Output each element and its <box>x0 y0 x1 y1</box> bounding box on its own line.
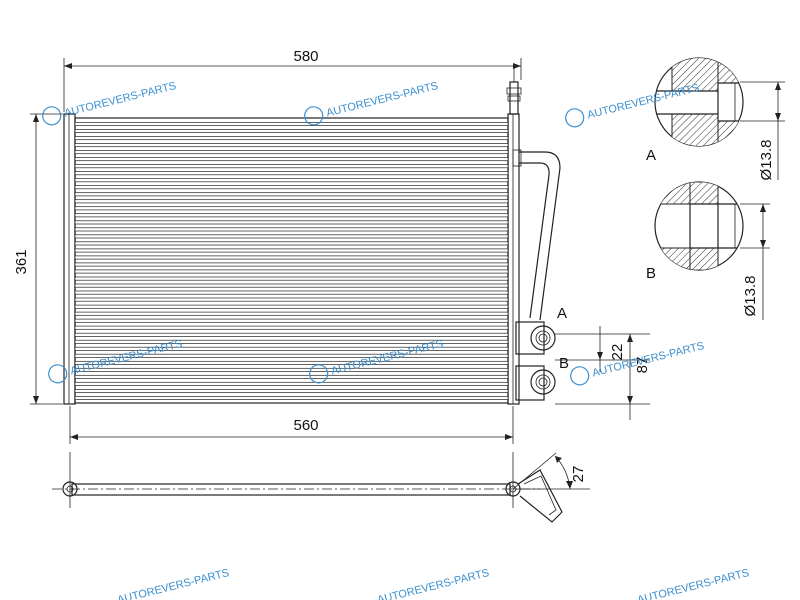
cooling-tube <box>74 171 509 176</box>
cooling-tube <box>74 136 509 141</box>
cooling-tube <box>74 150 509 155</box>
cooling-tube <box>74 318 509 323</box>
cooling-tube <box>74 185 509 190</box>
cooling-tube <box>74 339 509 344</box>
cooling-tube <box>74 381 509 386</box>
cooling-tube <box>74 332 509 337</box>
dimension-top-width: 580 <box>63 48 522 112</box>
port-a-label: A <box>557 305 567 322</box>
watermark-8: AUTOREVERS-PARTS <box>376 567 490 600</box>
detail-b: B Ø13.8 <box>646 181 770 320</box>
cooling-tube <box>74 269 509 274</box>
cooling-tube <box>74 353 509 358</box>
cooling-tube <box>74 283 509 288</box>
watermark-text-8: AUTOREVERS-PARTS <box>376 567 490 600</box>
dimension-bottom-width: 560 <box>69 406 514 444</box>
cooling-tube <box>74 346 509 351</box>
watermark-logo-icon <box>304 106 324 126</box>
cooling-tube <box>74 297 509 302</box>
cooling-tube <box>74 220 509 225</box>
watermark-logo-icon <box>48 364 68 384</box>
top-view-drawing: 27 <box>52 452 590 523</box>
left-header-tank <box>63 113 76 405</box>
port-b-circle <box>530 369 556 395</box>
right-header-tank <box>507 113 520 405</box>
cooling-tube <box>74 122 509 126</box>
watermark-1: AUTOREVERS-PARTS <box>42 80 178 126</box>
port-b-label: B <box>559 355 569 372</box>
watermark-logo-icon <box>42 106 62 126</box>
cooling-tubes <box>74 122 509 400</box>
watermark-logo-icon <box>309 364 329 384</box>
cooling-tube <box>74 178 509 183</box>
cooling-tube <box>74 248 509 253</box>
watermark-text-7: AUTOREVERS-PARTS <box>116 567 230 600</box>
cooling-tube <box>74 241 509 246</box>
dim-port-spacing-text: 22 <box>609 344 626 361</box>
dim-port-offset-text: 87 <box>634 357 651 374</box>
detail-a: A Ø13.8 <box>646 57 785 181</box>
cooling-tube <box>74 164 509 169</box>
cooling-tube <box>74 192 509 197</box>
dim-height-text: 361 <box>13 249 30 274</box>
port-a-circle <box>530 325 556 351</box>
core-frame <box>74 117 509 404</box>
cooling-tube <box>74 360 509 365</box>
watermark-text-9: AUTOREVERS-PARTS <box>636 567 750 600</box>
cooling-tube <box>74 157 509 162</box>
cooling-tube <box>74 199 509 204</box>
detail-b-label: B <box>646 265 656 282</box>
watermark-2: AUTOREVERS-PARTS <box>304 80 440 126</box>
dim-bottom-width-text: 560 <box>293 417 318 434</box>
cooling-tube <box>74 276 509 281</box>
cooling-tube <box>74 255 509 260</box>
cooling-tube <box>74 213 509 218</box>
cooling-tube <box>74 325 509 330</box>
dim-top-width-text: 580 <box>293 48 318 65</box>
dim-diameter-a-text: Ø13.8 <box>758 140 775 181</box>
cooling-tube <box>74 311 509 316</box>
cooling-tube <box>74 367 509 372</box>
cooling-tube <box>74 143 509 148</box>
cooling-tube <box>74 129 509 133</box>
cooling-tube <box>74 206 509 211</box>
cooling-tube <box>74 389 509 393</box>
dim-diameter-b-text: Ø13.8 <box>742 276 759 317</box>
outlet-pipe <box>512 149 561 321</box>
watermark-7: AUTOREVERS-PARTS <box>116 567 230 600</box>
condenser-core <box>63 113 520 405</box>
watermark-text-1: AUTOREVERS-PARTS <box>63 80 177 119</box>
dim-angle-text: 27 <box>570 466 587 483</box>
watermark-text-2: AUTOREVERS-PARTS <box>325 80 439 119</box>
watermark-9: AUTOREVERS-PARTS <box>636 567 750 600</box>
port-b-block <box>515 365 545 401</box>
watermarks: AUTOREVERS-PARTS AUTOREVERS-PARTS AUTORE… <box>42 80 751 600</box>
cooling-tube <box>74 374 509 379</box>
cooling-tube <box>74 234 509 239</box>
cooling-tube <box>74 304 509 309</box>
watermark-6: AUTOREVERS-PARTS <box>570 340 706 386</box>
cooling-tube <box>74 262 509 267</box>
watermark-logo-icon <box>570 366 590 386</box>
dryer-pipe <box>506 66 522 115</box>
cooling-tube <box>74 290 509 295</box>
port-fittings <box>515 321 556 401</box>
watermark-logo-icon <box>565 108 585 128</box>
port-a-block <box>515 321 545 355</box>
cooling-tube <box>74 396 509 400</box>
detail-a-label: A <box>646 147 656 164</box>
cooling-tube <box>74 227 509 232</box>
dimension-port-offsets: 22 87 <box>555 326 651 420</box>
dimension-height: 361 <box>13 113 63 405</box>
